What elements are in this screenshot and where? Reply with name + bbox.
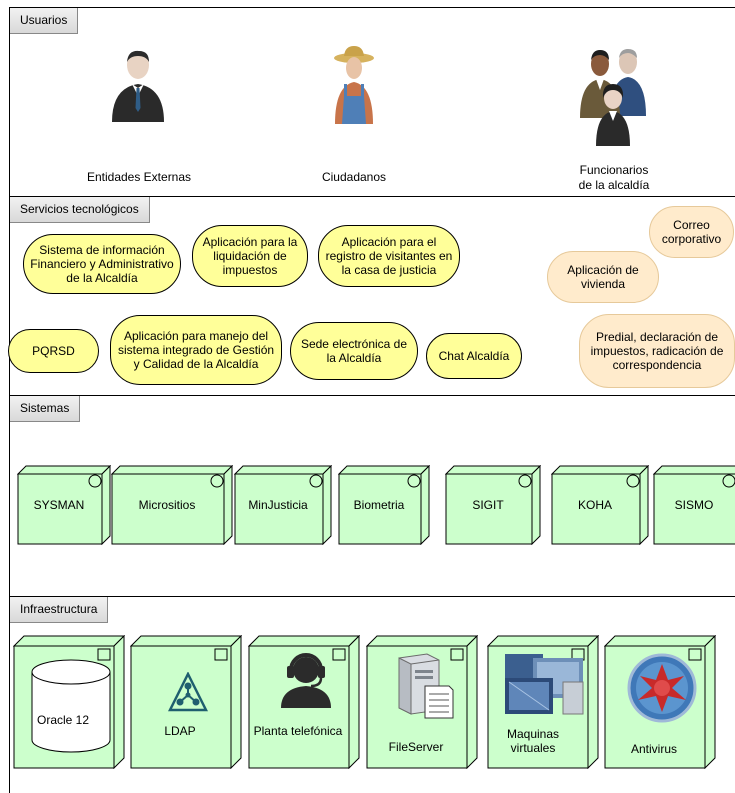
service-predial-declaracion: Predial, declaración de impuestos, radic… bbox=[579, 314, 735, 388]
node-marker-icon bbox=[688, 648, 702, 661]
actor-label-funcionarios-line1: Funcionarios bbox=[579, 163, 649, 177]
system-label-koha: KOHA bbox=[577, 498, 612, 512]
ldap-icon bbox=[138, 672, 238, 714]
system-component-marker-icon bbox=[518, 474, 532, 488]
node-marker-icon bbox=[332, 648, 346, 661]
actor-label-ciudadanos: Ciudadanos bbox=[321, 170, 387, 184]
service-liquidacion-impuestos: Aplicación para la liquidación de impues… bbox=[192, 225, 308, 287]
system-node-sigit bbox=[445, 465, 541, 545]
actor-label-funcionarios-line2: de la alcaldía bbox=[578, 178, 650, 192]
lane-usuarios: Usuarios bbox=[9, 7, 735, 196]
infra-label-ldap: LDAP bbox=[164, 724, 196, 738]
service-sistema-integrado-gestion: Aplicación para manejo del sistema integ… bbox=[110, 315, 282, 385]
officials-group-icon bbox=[580, 49, 646, 146]
system-node-koha bbox=[551, 465, 649, 545]
system-component-marker-icon bbox=[309, 474, 323, 488]
system-node-sysman bbox=[17, 465, 111, 545]
system-component-marker-icon bbox=[626, 474, 640, 488]
node-marker-icon bbox=[97, 648, 111, 661]
citizen-farmer-icon bbox=[334, 46, 374, 124]
database-icon bbox=[21, 658, 121, 754]
system-node-micrositios bbox=[111, 465, 233, 545]
system-label-sismo: SISMO bbox=[674, 498, 714, 512]
system-label-micrositios: Micrositios bbox=[138, 498, 196, 512]
service-chat-alcaldia: Chat Alcaldía bbox=[426, 333, 522, 379]
lane-title-servicios: Servicios tecnológicos bbox=[10, 197, 150, 223]
system-label-biometria: Biometria bbox=[353, 498, 405, 512]
infra-label-antivirus: Antivirus bbox=[630, 742, 677, 756]
lane-title-infraestructura: Infraestructura bbox=[10, 597, 109, 623]
infra-label-fileserver: FileServer bbox=[388, 740, 444, 754]
infra-node-ldap bbox=[130, 635, 242, 769]
system-component-marker-icon bbox=[210, 474, 224, 488]
system-component-marker-icon bbox=[722, 474, 735, 488]
node-marker-icon bbox=[214, 648, 228, 661]
system-label-sigit: SIGIT bbox=[472, 498, 504, 512]
lane-title-sistemas: Sistemas bbox=[10, 396, 81, 422]
system-node-minjusticia bbox=[234, 465, 332, 545]
antivirus-icon bbox=[612, 652, 712, 724]
infra-label-planta-telefónica: Planta telefónica bbox=[253, 724, 343, 738]
virtual-machines-icon bbox=[495, 652, 595, 718]
service-sistema-financiero: Sistema de información Financiero y Admi… bbox=[23, 234, 181, 294]
service-pqrsd: PQRSD bbox=[8, 329, 99, 373]
service-aplicacion-vivienda: Aplicación de vivienda bbox=[547, 251, 659, 303]
system-label-minjusticia: MinJusticia bbox=[248, 498, 308, 512]
headset-operator-icon bbox=[256, 652, 356, 708]
service-registro-visitantes: Aplicación para el registro de visitante… bbox=[318, 225, 460, 287]
node-marker-icon bbox=[450, 648, 464, 661]
service-sede-electronica: Sede electrónica de la Alcaldía bbox=[290, 322, 418, 380]
infra-label-maquinas-virtuales: Maquinas virtuales bbox=[506, 727, 560, 755]
lane-sistemas: Sistemas bbox=[9, 395, 735, 596]
external-entity-person-icon bbox=[112, 50, 164, 122]
system-component-marker-icon bbox=[88, 474, 102, 488]
system-node-sismo bbox=[653, 465, 735, 545]
lane-servicios: Servicios tecnológicos bbox=[9, 196, 735, 395]
infra-label-oracle-12: Oracle 12 bbox=[36, 713, 90, 727]
system-label-sysman: SYSMAN bbox=[33, 498, 85, 512]
system-component-marker-icon bbox=[407, 474, 421, 488]
service-correo-corporativo: Correo corporativo bbox=[649, 206, 734, 258]
lane-infraestructura: Infraestructura bbox=[9, 596, 735, 793]
lane-title-usuarios: Usuarios bbox=[10, 8, 79, 34]
actor-label-entidades-externas: Entidades Externas bbox=[86, 170, 192, 184]
server-icon bbox=[374, 652, 474, 720]
system-node-biometria bbox=[338, 465, 430, 545]
